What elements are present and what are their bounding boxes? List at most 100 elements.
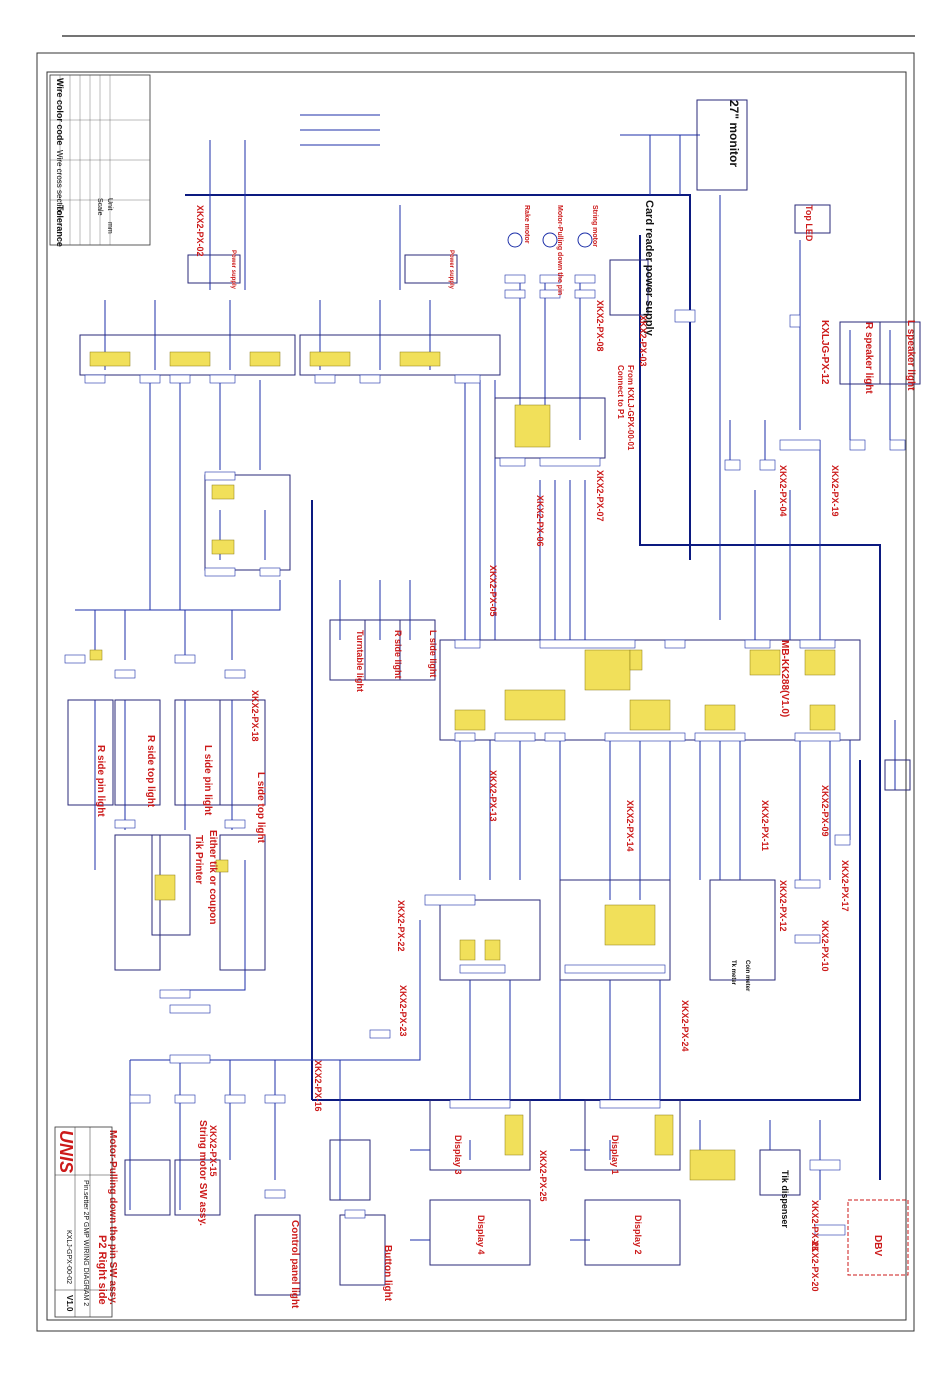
unit-label: Unit [106,198,113,211]
power-supply-right-label: Power supply [448,250,454,290]
l-side-pin-light-label: L side pin light [202,745,213,816]
harness-label-xkx2-px-10: XKX2-PX-10 [820,920,830,972]
harness-label-xkx2-px-15: XKX2-PX-15 [208,1125,218,1177]
project-title: Pin.setter 2P GMP WIRING DIAGRAM 2 [82,1180,89,1306]
outer-frame [36,52,915,1332]
harness-label-xkx2-px-04: XKX2-PX-04 [778,465,788,517]
company-logo: UNIS [56,1130,76,1173]
string-motor-sw-label: String motor SW assy. [197,1120,208,1226]
mainboard-label: MB-KK288(V1.0) [779,640,790,717]
control-panel-light-label: Control panel light [289,1220,300,1309]
r-side-top-light-label: R side top light [145,735,156,808]
scale-label: Scale [96,198,103,216]
dbv-label: DBV [872,1235,883,1256]
wire-bundles [75,114,896,1241]
equip-board-2 [439,899,541,981]
l-side-top-light-box-1 [219,699,266,806]
l-side-top-light-label: L side top light [255,772,266,844]
connector-strips [89,351,836,1181]
button-light-box [339,1214,386,1286]
component-boxes [67,99,921,1296]
sheet-title: P2 Right side [96,1235,108,1305]
motor-sw-box [124,1159,171,1216]
tik-dispenser-label: Tik dispenser [780,1170,790,1228]
l-speaker-light-label: L speaker light [905,320,916,391]
harness-label-xkx2-px-22: XKX2-PX-22 [396,900,406,952]
connect-p1-label: Connect to P1 [616,365,625,419]
r-side-light-label: R side light [393,630,403,679]
r-side-pin-light-label: R side pin light [95,745,106,817]
harness-label-xkx2-px-05: XKX2-PX-05 [488,565,498,617]
coin-switch-box [884,759,911,791]
r-side-pin-light-box [67,699,114,806]
string-sw-box [174,1159,221,1216]
equip-board-1 [559,879,671,981]
card-reader-box [609,259,649,316]
r-side-top-light-box-2 [114,834,161,971]
l-speaker-light-box [879,321,921,385]
harness-label-xkx2-px-09: XKX2-PX-09 [820,785,830,837]
harness-label-xkx2-px-03: XKX2-PX-03 [638,315,648,367]
motor-pulling-label: Motor-Pulling down the pin [556,205,563,295]
motor-pulling-sw-label: Motor-Pulling down the pin SW assy. [107,1130,118,1305]
harness-label-xkx2-px-18: XKX2-PX-18 [250,690,260,742]
harness-label-xkx2-px-24: XKX2-PX-24 [680,1000,690,1052]
meter-box [709,879,776,981]
labels: 27" monitor Card reader power supply Top… [95,100,916,1309]
l-side-light-box [399,619,436,681]
version: V1.0 [65,1295,74,1312]
harness-label-xkx2-px-17: XKX2-PX-17 [840,860,850,912]
confirm-light-box [329,1139,371,1201]
l-side-top-light-box-2 [219,834,266,971]
harness-label-xkx2-px-21: XKX2-PX-21 [810,1200,820,1252]
zh-board [204,474,291,571]
r-speaker-light-label: R speaker light [863,322,874,394]
display-1-label: Display 1 [610,1135,620,1175]
display-3-label: Display 3 [453,1135,463,1175]
harness-label-xkx2-px-25: XKX2-PX-25 [538,1150,548,1202]
kxljg-px12-label: KXLJG-PX-12 [819,320,830,385]
power-supply-left [187,254,241,284]
power-supply-left-label: Power supply [230,250,236,290]
harness-label-xkx2-px-13: XKX2-PX-13 [488,770,498,822]
string-motor-label: String motor [591,205,598,247]
display-2-label: Display 2 [633,1215,643,1255]
r-side-top-light-box-1 [114,699,161,806]
card-reader-label: Card reader power supply [643,200,655,337]
tik-dispenser-box [759,1149,801,1196]
harness-label-xkx2-px-14: XKX2-PX-14 [625,800,635,852]
drawing-number: KXLJ-GPX-00-02 [65,1230,72,1284]
harness-label-xkx2-px-08: XKX2-PX-08 [595,300,605,352]
harness-label-xkx2-px-07: XKX2-PX-07 [595,470,605,522]
harness-label-xkx2-px-11: XKX2-PX-11 [760,800,770,851]
display-4-label: Display 4 [476,1215,486,1255]
l-side-light-label: L side light [428,630,438,677]
harness-label-xkx2-px-12: XKX2-PX-12 [778,880,788,932]
connector-headers [64,274,906,1236]
harness-label-xkx2-px-19: XKX2-PX-19 [830,465,840,517]
unit-value: mm [106,222,113,234]
harness-label-xkx2-px-20: XKX2-PX-20 [810,1240,820,1292]
display-2-box [584,1199,681,1266]
coin-meter-label: Coin meter [744,960,750,992]
tik-printer-label: Tik Printer [193,835,204,884]
motors [507,232,593,248]
harness-label-xkx2-px-06: XKX2-PX-06 [535,495,545,547]
title-block: UNIS Pin.setter 2P GMP WIRING DIAGRAM 2 … [54,1126,113,1318]
monitor-label: 27" monitor [727,100,741,167]
tk-meter-label: Tk meter [730,960,736,986]
wire-color-code-label: Wire color code [55,78,65,145]
dbv-box [847,1199,909,1276]
button-light-label: Button light [382,1245,393,1302]
from-kxlj-label: From KXLJ-GPX-00-01 [626,365,635,451]
power-board-right [299,334,501,376]
control-panel-light-box [254,1214,301,1296]
wire-color-table: Wire color code Wire cross section Toler… [49,74,151,247]
harness-label-xkx2-px-02: XKX2-PX-02 [195,205,205,257]
either-tik-label: Either tik or coupon [207,830,218,924]
turntable-light-label: Turntable light [355,630,365,692]
wire-cross-section-label: Wire cross section [55,150,64,215]
top-led-label: Top LED [804,205,814,242]
